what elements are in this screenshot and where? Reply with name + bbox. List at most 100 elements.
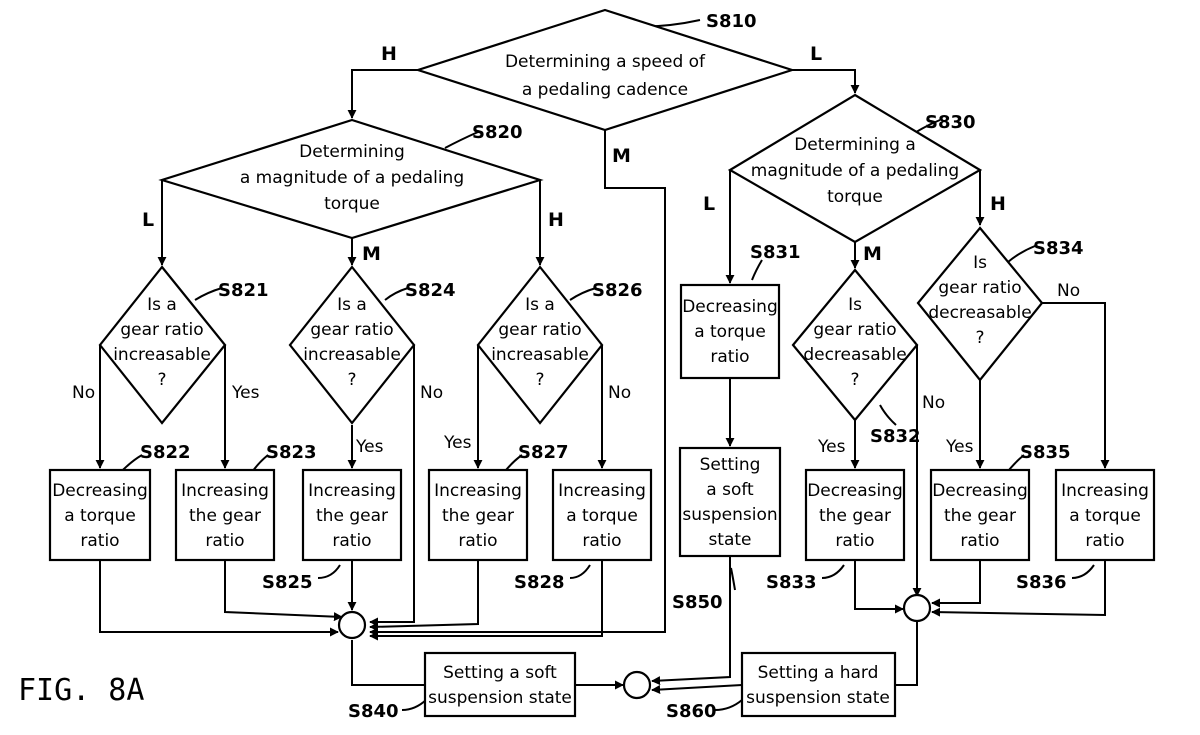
- s850-line-1: Setting: [700, 455, 761, 475]
- s810-line-1: Determining a speed of: [505, 52, 706, 72]
- s833-line-3: ratio: [835, 531, 874, 551]
- s822-line-2: a torque: [64, 506, 136, 526]
- s824-yes: Yes: [355, 437, 384, 457]
- branch-s810-high: H: [381, 43, 397, 65]
- merge-circle-bottom: [622, 670, 652, 700]
- s840-line-1: Setting a soft: [443, 663, 557, 683]
- s832-line-2: gear ratio: [813, 320, 896, 340]
- s834-line-4: ?: [975, 328, 984, 348]
- s823-line-2: the gear: [189, 506, 261, 526]
- s832-yes: Yes: [817, 437, 846, 457]
- s824-no: No: [420, 383, 443, 403]
- s833-label: S833: [766, 572, 817, 593]
- s830-line-3: torque: [827, 187, 883, 207]
- s827-label: S827: [518, 442, 569, 463]
- s834-label: S834: [1033, 238, 1084, 259]
- s835-line-2: the gear: [944, 506, 1016, 526]
- s832-line-3: decreasable: [803, 345, 906, 365]
- s825-line-1: Increasing: [308, 481, 396, 501]
- s820-line-3: torque: [324, 194, 380, 214]
- branch-s830-high: H: [990, 193, 1006, 215]
- s850-line-2: a soft: [706, 480, 754, 500]
- s850-line-3: suspension: [682, 505, 777, 525]
- s824-line-2: gear ratio: [310, 320, 393, 340]
- s835-line-1: Decreasing: [932, 481, 1028, 501]
- s830-line-1: Determining a: [794, 135, 916, 155]
- s826-yes: Yes: [443, 433, 472, 453]
- branch-s830-medium: M: [863, 243, 882, 265]
- s826-line-3: increasable: [491, 345, 589, 365]
- answer-labels: No Yes Yes No Yes No Yes No Yes No: [72, 281, 1080, 457]
- s828-line-2: a torque: [566, 506, 638, 526]
- decision-s834: Is gear ratio decreasable ? S834: [916, 226, 1084, 382]
- branch-s820-medium: M: [362, 243, 381, 265]
- s824-line-3: increasable: [303, 345, 401, 365]
- s840-label: S840: [348, 701, 399, 722]
- decision-s820: Determining a magnitude of a pedaling to…: [158, 118, 544, 240]
- s832-line-1: Is: [848, 295, 862, 315]
- s831-line-2: a torque: [694, 322, 766, 342]
- s828-label: S828: [514, 572, 565, 593]
- s850-line-4: state: [708, 530, 751, 550]
- s828-line-3: ratio: [582, 531, 621, 551]
- decision-s810: Determining a speed of a pedaling cadenc…: [414, 8, 796, 132]
- s834-line-3: decreasable: [928, 303, 1031, 323]
- s810-label: S810: [706, 11, 757, 32]
- s828-line-1: Increasing: [558, 481, 646, 501]
- figure-label: FIG. 8A: [18, 673, 144, 708]
- s821-yes: Yes: [231, 383, 260, 403]
- s823-line-1: Increasing: [181, 481, 269, 501]
- s830-label: S830: [925, 112, 976, 133]
- decision-s824: Is a gear ratio increasable ? S824: [288, 265, 456, 425]
- branch-s820-low: L: [142, 209, 154, 231]
- branch-s810-low: L: [810, 43, 822, 65]
- process-s835: Decreasing the gear ratio S835: [929, 442, 1071, 562]
- s824-line-1: Is a: [337, 295, 367, 315]
- s824-label: S824: [405, 280, 456, 301]
- branch-s830-low: L: [703, 193, 715, 215]
- s836-line-2: a torque: [1069, 506, 1141, 526]
- s834-no: No: [1057, 281, 1080, 301]
- s831-line-1: Decreasing: [682, 297, 778, 317]
- process-s825: Increasing the gear ratio S825: [262, 468, 403, 593]
- s827-line-3: ratio: [458, 531, 497, 551]
- s826-line-2: gear ratio: [498, 320, 581, 340]
- process-s850: Setting a soft suspension state S850: [672, 446, 782, 613]
- s827-line-1: Increasing: [434, 481, 522, 501]
- decision-s830: Determining a magnitude of a pedaling to…: [727, 93, 983, 244]
- merge-circle-right: [902, 593, 932, 623]
- s826-line-4: ?: [535, 370, 544, 390]
- s832-line-4: ?: [850, 370, 859, 390]
- s860-label: S860: [666, 701, 717, 722]
- process-s860: Setting a hard suspension state S860: [666, 651, 897, 722]
- s832-no: No: [922, 393, 945, 413]
- s820-label: S820: [472, 122, 523, 143]
- s821-no: No: [72, 383, 95, 403]
- s834-yes: Yes: [945, 437, 974, 457]
- s821-label: S821: [218, 280, 269, 301]
- process-s822: Decreasing a torque ratio S822: [48, 442, 191, 562]
- s850-label: S850: [672, 592, 723, 613]
- process-s827: Increasing the gear ratio S827: [427, 442, 569, 562]
- decision-s832: Is gear ratio decreasable ? S832: [791, 268, 921, 447]
- s823-label: S823: [266, 442, 317, 463]
- process-s833: Decreasing the gear ratio S833: [766, 468, 906, 593]
- s821-line-3: increasable: [113, 345, 211, 365]
- s820-line-1: Determining: [299, 142, 405, 162]
- s836-label: S836: [1016, 572, 1067, 593]
- s820-line-2: a magnitude of a pedaling: [240, 168, 464, 188]
- connectors: [95, 19, 1110, 711]
- s831-line-3: ratio: [710, 347, 749, 367]
- s825-line-2: the gear: [316, 506, 388, 526]
- s830-line-2: magnitude of a pedaling: [751, 161, 959, 181]
- process-s828: Increasing a torque ratio S828: [514, 468, 653, 593]
- decision-s826: Is a gear ratio increasable ? S826: [476, 265, 643, 425]
- s840-line-2: suspension state: [428, 688, 572, 708]
- s826-no: No: [608, 383, 631, 403]
- s821-line-1: Is a: [147, 295, 177, 315]
- s835-label: S835: [1020, 442, 1071, 463]
- process-s823: Increasing the gear ratio S823: [174, 442, 317, 562]
- merge-circle-left: [337, 610, 367, 640]
- s834-line-2: gear ratio: [938, 278, 1021, 298]
